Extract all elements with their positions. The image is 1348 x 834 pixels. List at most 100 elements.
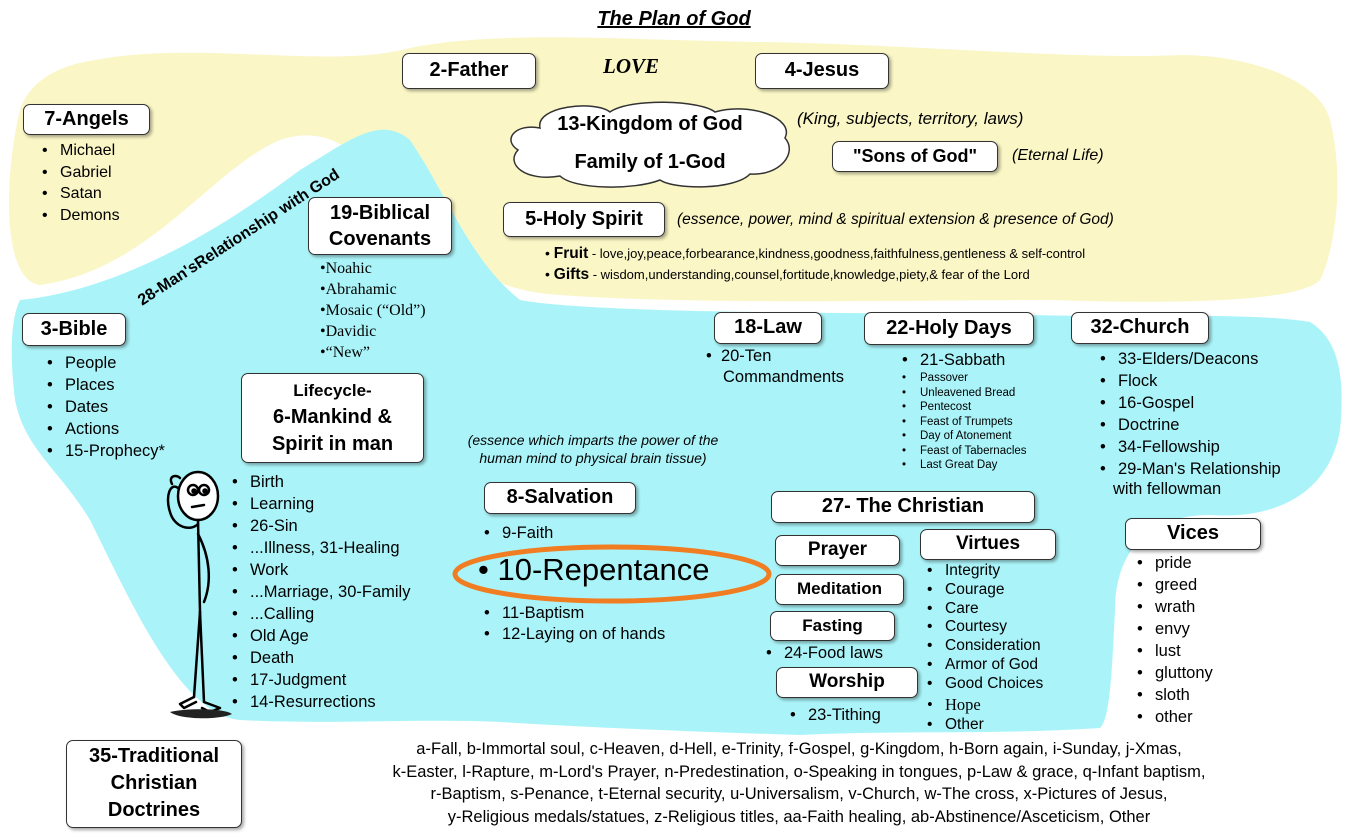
list-item: wrath — [1135, 596, 1213, 618]
holy-days-list: Passover Unleavened Bread Pentecost Feas… — [900, 371, 1027, 473]
ten-commandments-label: 20-Ten — [720, 347, 772, 365]
list-item: ...Calling — [230, 603, 410, 625]
kingdom-cloud-shape — [510, 101, 791, 188]
doctrines-text: a-Fall, b-Immortal soul, c-Heaven, d-Hel… — [250, 738, 1348, 828]
christian-box: 27- The Christian — [771, 491, 1035, 523]
repentance-highlight-ring — [452, 544, 772, 604]
lifecycle-title-line1: Lifecycle- — [293, 381, 372, 400]
holy-days-box: 22-Holy Days — [864, 312, 1034, 345]
father-box: 2-Father — [402, 53, 536, 89]
jesus-box: 4-Jesus — [755, 53, 889, 89]
list-item: Michael — [40, 140, 120, 162]
list-item: 12-Laying on of hands — [482, 624, 665, 645]
spirit-note-line2: human mind to physical brain tissue) — [479, 450, 707, 466]
list-item: 23-Tithing — [788, 705, 881, 725]
list-item: Pentecost — [900, 400, 1027, 415]
list-item: Other — [925, 716, 1043, 735]
list-item: sloth — [1135, 684, 1213, 706]
list-item: Feast of Trumpets — [900, 415, 1027, 430]
doctrines-box: 35-Traditional Christian Doctrines — [66, 740, 242, 828]
doctrines-line: y-Religious medals/statues, z-Religious … — [447, 807, 1151, 826]
list-item: Courtesy — [925, 618, 1043, 637]
bible-list: People Places Dates Actions 15-Prophecy* — [45, 352, 165, 462]
list-item: 11-Baptism — [482, 603, 665, 624]
worship-box: Worship — [776, 667, 918, 698]
list-item: Death — [230, 647, 410, 669]
salvation-top-list: 9-Faith — [482, 522, 553, 544]
list-item: other — [1135, 706, 1213, 728]
salvation-box: 8-Salvation — [484, 482, 636, 514]
covenants-box: 19-Biblical Covenants — [308, 197, 452, 255]
gifts-label: Gifts — [553, 266, 590, 283]
meditation-box: Meditation — [775, 574, 904, 605]
list-item: lust — [1135, 640, 1213, 662]
list-item: •Davidic — [320, 323, 377, 340]
love-label: LOVE — [603, 54, 660, 78]
fasting-box: Fasting — [770, 611, 895, 641]
fruit-text: - love,joy,peace,forbearance,kindness,go… — [588, 246, 1086, 261]
page-title: The Plan of God — [597, 8, 751, 30]
repentance-bullet: • — [478, 552, 498, 587]
list-item: Hope — [925, 694, 1043, 716]
list-item: Birth — [230, 471, 410, 493]
list-item: Day of Atonement — [900, 429, 1027, 444]
doctrines-line: a-Fall, b-Immortal soul, c-Heaven, d-Hel… — [416, 740, 1182, 758]
spirit-note: (essence which imparts the power of the … — [428, 431, 758, 467]
sabbath-list: 21-Sabbath — [900, 350, 1005, 370]
list-item: 16-Gospel — [1098, 392, 1281, 414]
holy-spirit-note: (essence, power, mind & spiritual extens… — [677, 211, 1114, 228]
covenants-title-line1: 19-Biblical — [329, 202, 431, 224]
doctrines-title-line3: Doctrines — [107, 799, 201, 821]
law-item: • 20-Ten Commandments — [706, 346, 844, 388]
list-item: Armor of God — [925, 656, 1043, 675]
sons-of-god-box: "Sons of God" — [832, 141, 998, 172]
list-item: Doctrine — [1098, 414, 1281, 436]
list-item: Gabriel — [40, 162, 120, 184]
list-item: Good Choices — [925, 675, 1043, 694]
salvation-bottom-list: 11-Baptism 12-Laying on of hands — [482, 603, 665, 645]
list-item: 26-Sin — [230, 515, 410, 537]
list-item: ...Marriage, 30-Family — [230, 581, 410, 603]
list-item: 14-Resurrections — [230, 691, 410, 713]
list-item: pride — [1135, 552, 1213, 574]
list-item: 24-Food laws — [764, 643, 883, 663]
list-item: •Noahic — [320, 260, 372, 277]
list-item: Passover — [900, 371, 1027, 386]
holy-spirit-box: 5-Holy Spirit — [503, 202, 665, 237]
list-item: Flock — [1098, 370, 1281, 392]
law-item-line2: Commandments — [723, 368, 845, 386]
lifecycle-title-line3: Spirit in man — [271, 433, 394, 455]
lifecycle-title-line2: 6-Mankind & — [273, 406, 392, 428]
list-item: Courage — [925, 581, 1043, 600]
virtues-list: Integrity Courage Care Courtesy Consider… — [925, 562, 1043, 734]
kingdom-note: (King, subjects, territory, laws) — [797, 109, 1024, 128]
law-item-line1: • 20-Ten — [706, 347, 772, 365]
list-item: Integrity — [925, 562, 1043, 581]
worship-list: 23-Tithing — [788, 705, 881, 725]
angels-list: Michael Gabriel Satan Demons — [40, 140, 120, 226]
fruit-label: Fruit — [553, 245, 589, 262]
list-item: envy — [1135, 618, 1213, 640]
list-item: Demons — [40, 205, 120, 227]
list-item: Care — [925, 600, 1043, 619]
law-box: 18-Law — [714, 312, 822, 344]
list-item: Dates — [45, 396, 165, 418]
repentance-label: 10-Repentance — [497, 552, 710, 587]
list-item: •Abrahamic — [320, 281, 397, 298]
list-item: 17-Judgment — [230, 669, 410, 691]
doctrines-line: r-Baptism, s-Penance, t-Eternal security… — [430, 785, 1168, 803]
list-item: 9-Faith — [482, 522, 553, 544]
gifts-line: • Gifts - wisdom,understanding,counsel,f… — [545, 266, 1030, 284]
list-item: Old Age — [230, 625, 410, 647]
fruit-bullet: • — [545, 245, 554, 261]
gifts-text: - wisdom,understanding,counsel,fortitude… — [589, 267, 1030, 282]
list-item: Unleavened Bread — [900, 386, 1027, 401]
list-item: Work — [230, 559, 410, 581]
covenants-list: •Noahic •Abrahamic •Mosaic (“Old”) •Davi… — [320, 258, 426, 363]
doctrines-title-line1: 35-Traditional — [88, 745, 220, 767]
list-item: •“New” — [320, 344, 371, 361]
bible-box: 3-Bible — [22, 313, 126, 346]
list-item: 29-Man's Relationship — [1098, 458, 1281, 480]
virtues-box: Virtues — [920, 529, 1056, 560]
vices-list: pride greed wrath envy lust gluttony slo… — [1135, 552, 1213, 728]
